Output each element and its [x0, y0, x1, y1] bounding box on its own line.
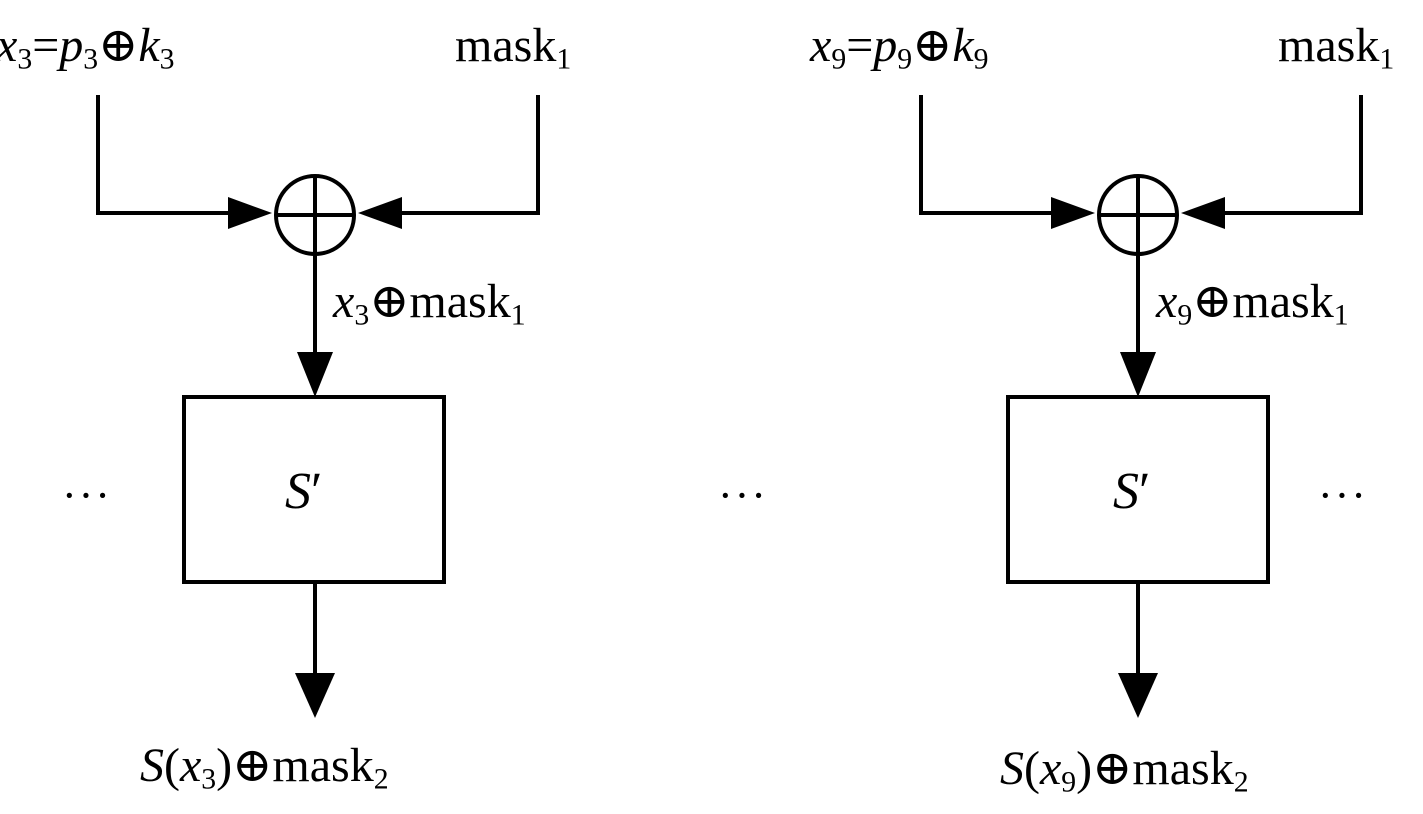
output-xor-1: ⊕: [232, 739, 273, 792]
sbox-prime-1: ′: [311, 463, 323, 520]
sbox-label-1: S′: [285, 466, 322, 518]
input-arrow-2: [1051, 197, 1095, 229]
sbox-in-arrow-1: [297, 352, 333, 397]
mask-arrow-2: [1181, 197, 1225, 229]
output-midx-2: 2: [1233, 765, 1249, 799]
input-wire-1: [96, 95, 236, 215]
input-k-2: k: [952, 19, 974, 72]
ellipsis-right: ···: [1318, 471, 1368, 520]
output-open-1: (: [164, 739, 180, 792]
masked-xor-1: ⊕: [369, 275, 410, 328]
output-name-2: mask: [1132, 742, 1234, 795]
input-var-2: x: [810, 19, 832, 72]
output-midx-1: 2: [373, 762, 389, 796]
input-xor-2: ⊕: [912, 19, 953, 72]
masked-label-1: x3⊕mask1: [333, 275, 526, 330]
mask-in-name-1: mask: [455, 19, 557, 72]
output-label-1: S(x3)⊕mask2: [140, 739, 389, 794]
masked-idx-2: 9: [1177, 298, 1193, 332]
mask-in-label-2: mask1: [1278, 19, 1394, 74]
masked-xor-2: ⊕: [1192, 275, 1233, 328]
masked-idx-1: 3: [354, 298, 370, 332]
output-label-2: S(x9)⊕mask2: [1000, 742, 1249, 797]
masked-name-1: mask: [409, 275, 511, 328]
output-var-1: x: [179, 739, 202, 792]
mask-in-name-2: mask: [1278, 19, 1380, 72]
input-p-2: p: [873, 19, 898, 72]
input-xor-1: ⊕: [98, 19, 139, 72]
input-eq-2: =: [846, 19, 874, 72]
input-label-2: x9=p9⊕k9: [810, 19, 989, 74]
mask-in-idx-2: 1: [1379, 42, 1395, 76]
masked-var-1: x: [333, 275, 355, 328]
input-arrow-1: [228, 197, 272, 229]
ellipsis-left: ···: [62, 471, 112, 520]
masked-name-2: mask: [1232, 275, 1334, 328]
sbox-label-2: S′: [1113, 466, 1150, 518]
output-arrow-2: [1118, 673, 1158, 718]
output-var-2: x: [1039, 742, 1062, 795]
input-wire-2: [919, 95, 1059, 215]
output-s-1: S: [140, 739, 164, 792]
input-kidx-2: 9: [973, 42, 989, 76]
masked-label-2: x9⊕mask1: [1156, 275, 1349, 330]
sbox-in-arrow-2: [1120, 352, 1156, 397]
block-1: [96, 95, 540, 718]
sbox-prime-2: ′: [1139, 463, 1151, 520]
input-label-1: x3=p3⊕k3: [0, 19, 175, 74]
masked-midx-1: 1: [510, 298, 526, 332]
input-kidx-1: 3: [159, 42, 175, 76]
input-p-1: p: [59, 19, 84, 72]
masked-midx-2: 1: [1333, 298, 1349, 332]
masked-var-2: x: [1156, 275, 1178, 328]
input-var-1: x: [0, 19, 17, 72]
sbox-s-2: S: [1113, 463, 1139, 520]
input-pidx-2: 9: [897, 42, 913, 76]
output-idx-1: 3: [201, 762, 217, 796]
output-close-2: ): [1076, 742, 1093, 795]
output-xor-2: ⊕: [1092, 742, 1133, 795]
mask-arrow-1: [358, 197, 402, 229]
output-idx-2: 9: [1061, 765, 1077, 799]
input-eq-1: =: [32, 19, 60, 72]
mask-in-idx-1: 1: [556, 42, 572, 76]
output-arrow-1: [295, 673, 335, 718]
ellipsis-middle: ···: [718, 471, 768, 520]
mask-in-label-1: mask1: [455, 19, 571, 74]
output-s-2: S: [1000, 742, 1024, 795]
input-idx-2: 9: [831, 42, 847, 76]
input-idx-1: 3: [17, 42, 33, 76]
output-close-1: ): [216, 739, 233, 792]
block-2: [919, 95, 1363, 718]
input-k-1: k: [138, 19, 160, 72]
mask-wire-2: [1221, 95, 1363, 215]
sbox-s-1: S: [285, 463, 311, 520]
output-open-2: (: [1024, 742, 1040, 795]
input-pidx-1: 3: [83, 42, 99, 76]
mask-wire-1: [398, 95, 540, 215]
output-name-1: mask: [272, 739, 374, 792]
